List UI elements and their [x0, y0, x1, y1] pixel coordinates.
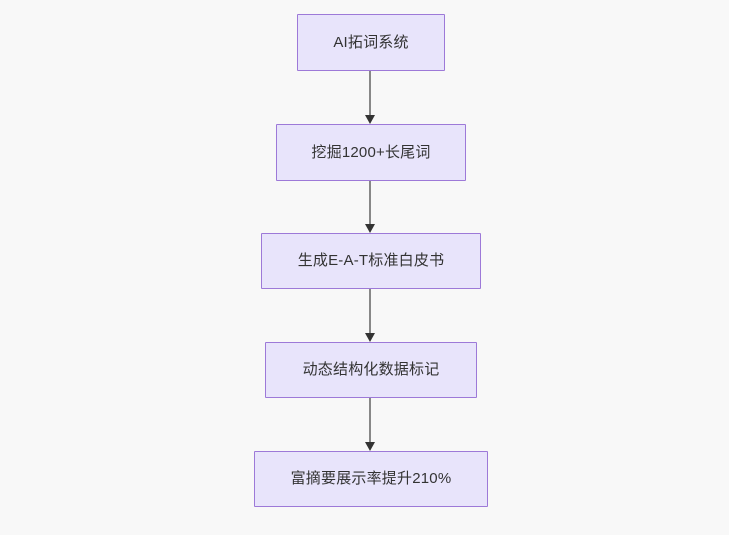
flowchart-edge-3 [365, 289, 376, 342]
flowchart-node-label: 动态结构化数据标记 [302, 361, 440, 378]
edge-line [369, 71, 372, 115]
flowchart-edge-4 [365, 398, 376, 451]
flowchart-node-label: 挖掘1200+长尾词 [311, 143, 431, 161]
flowchart-node-1[interactable]: AI拓词系统 [297, 14, 445, 71]
arrow-down-icon [365, 333, 375, 342]
flowchart-node-label: 富摘要展示率提升210% [290, 470, 452, 487]
flowchart-edge-2 [365, 181, 376, 233]
arrow-down-icon [365, 115, 375, 124]
edge-line [369, 181, 372, 224]
flowchart-edge-1 [365, 71, 376, 124]
edge-line [369, 289, 372, 333]
flowchart-node-label: 生成E-A-T标准白皮书 [297, 252, 445, 269]
arrow-down-icon [365, 224, 375, 233]
flowchart-node-3[interactable]: 生成E-A-T标准白皮书 [261, 233, 481, 289]
flowchart-node-5[interactable]: 富摘要展示率提升210% [254, 451, 488, 507]
flowchart-node-2[interactable]: 挖掘1200+长尾词 [276, 124, 466, 181]
edge-line [369, 398, 372, 442]
flowchart-node-4[interactable]: 动态结构化数据标记 [265, 342, 477, 398]
arrow-down-icon [365, 442, 375, 451]
flowchart-node-label: AI拓词系统 [333, 33, 409, 51]
